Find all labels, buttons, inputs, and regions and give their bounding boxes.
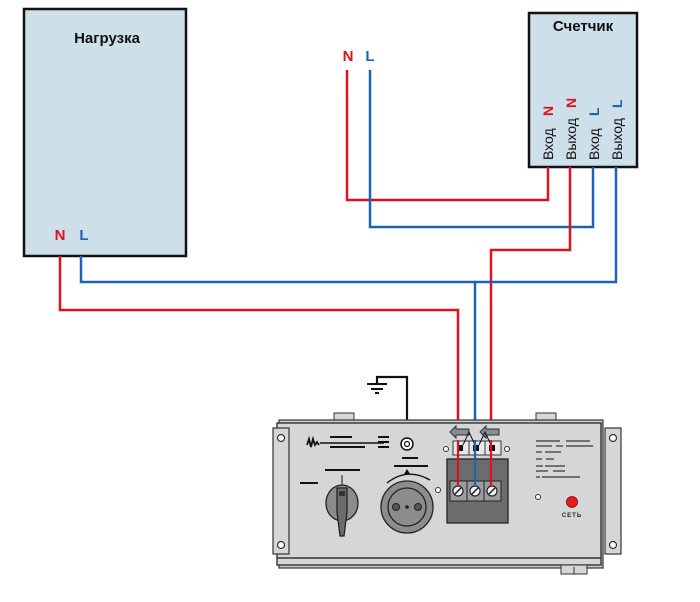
meter-terminal-phase: N [563, 98, 579, 108]
mode-switch[interactable] [300, 469, 360, 537]
meter-terminal-label: Вход [540, 128, 556, 160]
ground-icon [367, 383, 387, 394]
arrow-in-icon [479, 424, 500, 440]
wire-meter-n-to-stabilizer [489, 167, 572, 455]
load-terminal-n: N [55, 227, 66, 244]
device-body [276, 422, 602, 566]
ground-line [375, 375, 409, 442]
meter-terminal-3: Вход L [586, 107, 602, 160]
meter-title: Счетчик [553, 18, 614, 35]
ground-wire [367, 375, 409, 442]
device-foot [535, 412, 557, 421]
switch-knob-icon[interactable] [336, 487, 348, 537]
wire-supply-n-to-meter [345, 70, 550, 202]
meter-terminal-phase: N [540, 106, 556, 116]
device-foot [333, 412, 355, 421]
load-box: Нагрузка N L [22, 7, 188, 258]
mounting-hole [276, 540, 286, 550]
terminal-screw-icon [469, 485, 481, 497]
power-indicator-led [566, 496, 578, 508]
wire-load-n-to-stabilizer [58, 256, 460, 455]
supply-terminal-n: N [343, 48, 354, 65]
power-socket[interactable] [380, 457, 434, 534]
meter-terminal-1: Вход N [540, 106, 556, 160]
meter-terminal-4: Выход L [609, 99, 625, 160]
wire-load-l [79, 256, 475, 284]
terminal-screw-icon [486, 485, 498, 497]
wire-meter-l-to-stabilizer [473, 167, 618, 455]
mounting-hole [276, 433, 286, 443]
load-terminal-l: L [79, 227, 88, 244]
meter-box-frame [527, 11, 639, 169]
info-text-block [536, 440, 593, 478]
meter-terminal-label: Выход [563, 118, 579, 160]
mounting-hole [608, 433, 618, 443]
fuse-icon [306, 435, 389, 448]
mounting-hole [608, 540, 618, 550]
ground-terminal [400, 437, 414, 451]
meter-terminal-phase: L [586, 107, 602, 116]
terminal-screw-icon [452, 485, 464, 497]
load-box-frame [22, 7, 188, 258]
load-title: Нагрузка [74, 30, 140, 47]
meter-terminal-label: Выход [609, 118, 625, 160]
meter-terminal-2: Выход N [563, 98, 579, 160]
power-indicator-label: СЕТЬ [562, 513, 582, 519]
left-mounting-rail [272, 427, 290, 555]
meter-terminal-phase: L [609, 99, 625, 108]
meter-box: Счетчик Вход N Выход N Вход L Выход L [527, 11, 639, 169]
meter-terminal-label: Вход [586, 128, 602, 160]
wire-supply-l-to-meter [368, 70, 595, 229]
wires [58, 70, 618, 455]
right-mounting-rail [604, 427, 622, 555]
supply-input: N L [343, 48, 375, 65]
stabilizer: СЕТЬ [272, 412, 622, 575]
supply-terminal-l: L [365, 48, 374, 65]
